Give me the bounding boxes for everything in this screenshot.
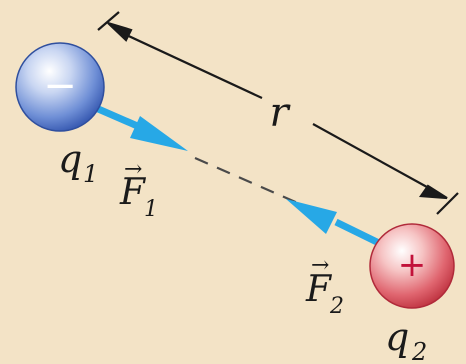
force-arrow-f1 [94, 104, 188, 151]
dimension-tick-right [436, 192, 459, 215]
label-f1-vector-arrow: → [124, 157, 142, 182]
label-f1-letter: F [119, 172, 147, 213]
charge-q1: − [15, 42, 105, 132]
label-q1-subscript: 1 [83, 160, 98, 188]
dimension-tick-left [97, 11, 120, 31]
center-line [194, 156, 301, 206]
dimension-arrowhead-left [107, 21, 133, 42]
label-q1-letter: q [58, 137, 82, 181]
distance-label: r [269, 90, 291, 136]
label-f2: → F 2 [305, 253, 344, 319]
charge-q2-sign: + [398, 245, 427, 285]
dimension-line-upper [119, 31, 263, 99]
label-f2-subscript: 2 [329, 294, 344, 319]
force-arrowhead-f1 [130, 116, 188, 151]
label-q2: q 2 [385, 315, 427, 364]
force-arrowhead-f2 [286, 199, 337, 234]
distance-dimension [97, 11, 459, 215]
dimension-arrowhead-right [418, 184, 448, 200]
label-f1-subscript: 1 [144, 197, 158, 222]
label-f2-vector-arrow: → [311, 253, 329, 278]
label-q2-subscript: 2 [411, 338, 427, 364]
charge-q2-sphere [369, 223, 455, 309]
dimension-line-lower [312, 123, 437, 193]
label-f1: → F 1 [119, 157, 158, 222]
label-q1: q 1 [58, 137, 98, 188]
charge-q1-sphere [15, 42, 105, 132]
force-arrow-f2 [286, 199, 385, 249]
charge-q1-sign: − [43, 63, 77, 109]
charge-q2: + [369, 223, 455, 309]
label-f2-letter: F [305, 269, 333, 310]
label-q2-letter: q [385, 315, 409, 359]
